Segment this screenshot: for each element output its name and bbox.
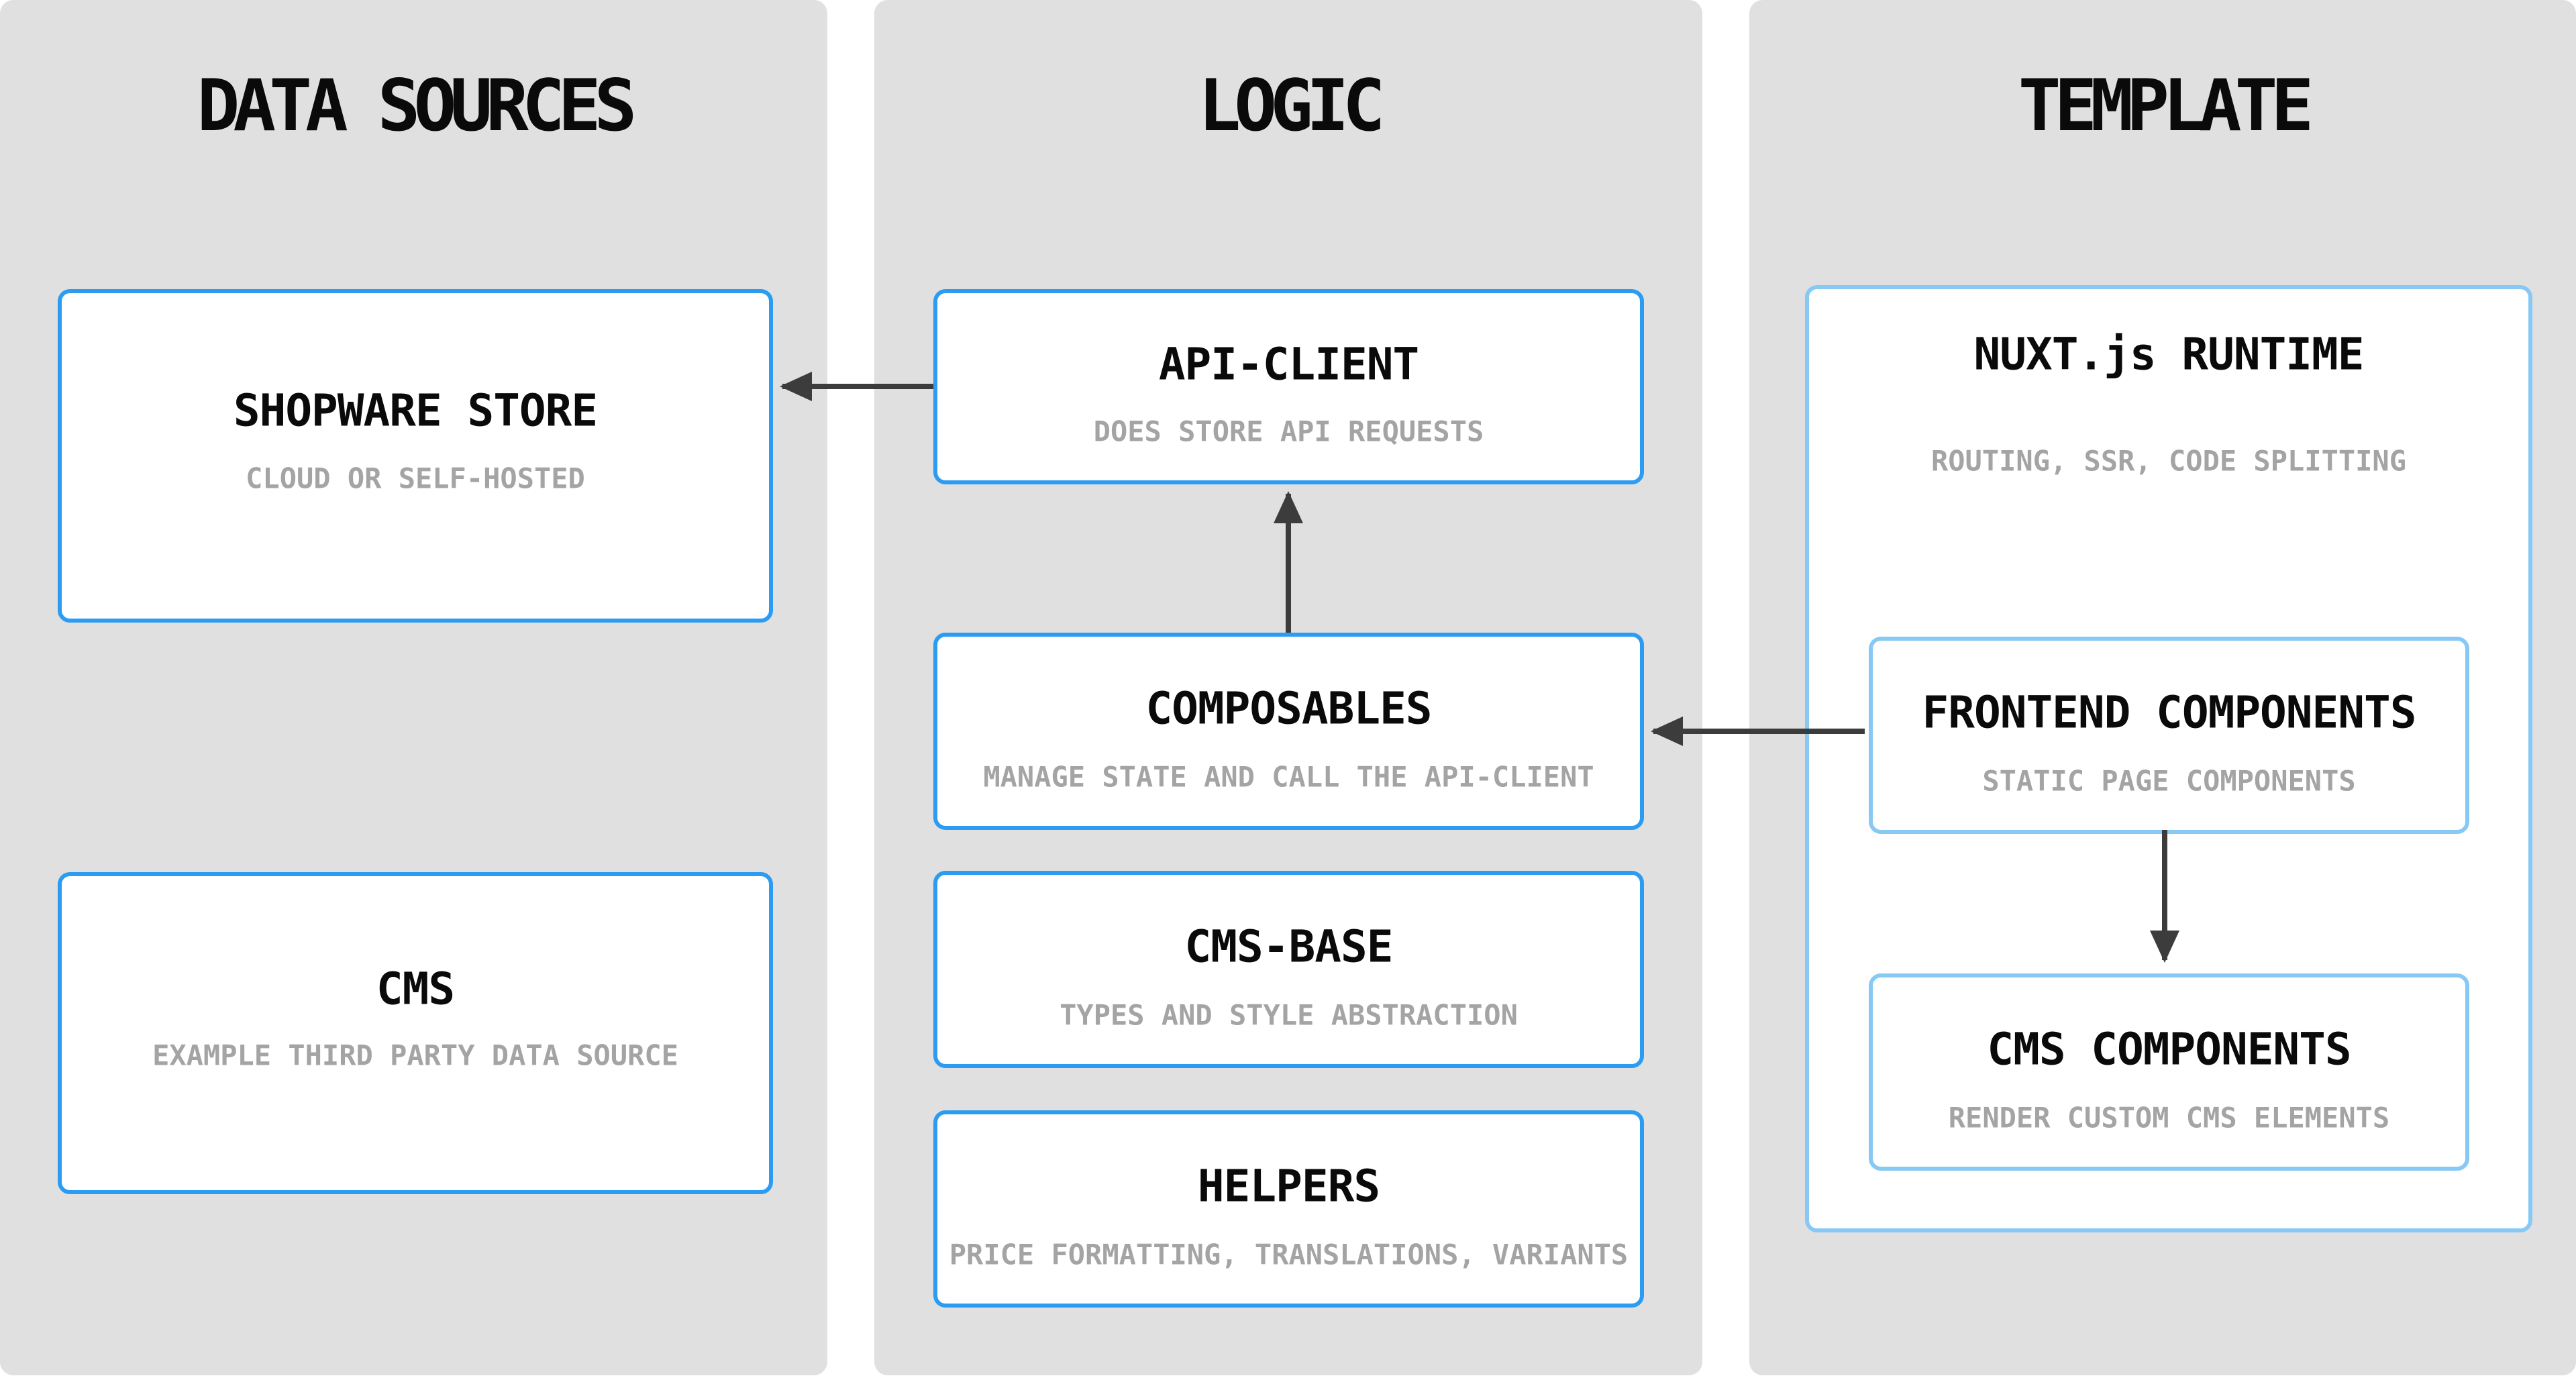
column-title-template: TEMPLATE	[2018, 64, 2314, 147]
column-title-logic: LOGIC	[1198, 64, 1385, 147]
node-title: CMS-BASE	[1184, 920, 1394, 973]
node-shopware-store: SHOPWARE STORE CLOUD OR SELF-HOSTED	[58, 289, 773, 623]
node-subtitle: TYPES AND STYLE ABSTRACTION	[1060, 998, 1518, 1032]
column-title-data-sources: DATA SOURCES	[197, 64, 637, 147]
node-subtitle: EXAMPLE THIRD PARTY DATA SOURCE	[152, 1039, 678, 1072]
node-subtitle: STATIC PAGE COMPONENTS	[1982, 764, 2356, 798]
node-title: SHOPWARE STORE	[233, 384, 598, 437]
node-subtitle: PRICE FORMATTING, TRANSLATIONS, VARIANTS	[949, 1238, 1629, 1271]
node-helpers: HELPERS PRICE FORMATTING, TRANSLATIONS, …	[933, 1110, 1644, 1308]
node-subtitle: ROUTING, SSR, CODE SPLITTING	[1930, 444, 2406, 478]
node-title: API-CLIENT	[1158, 338, 1419, 390]
node-cms: CMS EXAMPLE THIRD PARTY DATA SOURCE	[58, 872, 773, 1194]
node-title: NUXT.js RUNTIME	[1973, 328, 2364, 380]
node-title: HELPERS	[1197, 1160, 1380, 1212]
node-subtitle: DOES STORE API REQUESTS	[1093, 415, 1484, 448]
node-title: FRONTEND COMPONENTS	[1922, 686, 2417, 739]
node-title: CMS	[376, 963, 455, 1015]
node-cms-components: CMS COMPONENTS RENDER CUSTOM CMS ELEMENT…	[1869, 973, 2469, 1171]
node-composables: COMPOSABLES MANAGE STATE AND CALL THE AP…	[933, 633, 1644, 830]
node-subtitle: MANAGE STATE AND CALL THE API-CLIENT	[983, 760, 1594, 794]
node-title: CMS COMPONENTS	[1987, 1023, 2351, 1075]
node-cms-base: CMS-BASE TYPES AND STYLE ABSTRACTION	[933, 871, 1644, 1068]
node-subtitle: CLOUD OR SELF-HOSTED	[246, 462, 585, 495]
node-api-client: API-CLIENT DOES STORE API REQUESTS	[933, 289, 1644, 484]
node-frontend-components: FRONTEND COMPONENTS STATIC PAGE COMPONEN…	[1869, 637, 2469, 834]
node-title: COMPOSABLES	[1145, 682, 1432, 735]
node-subtitle: RENDER CUSTOM CMS ELEMENTS	[1948, 1101, 2390, 1134]
node-nuxt-runtime: NUXT.js RUNTIME ROUTING, SSR, CODE SPLIT…	[1805, 285, 2532, 1232]
